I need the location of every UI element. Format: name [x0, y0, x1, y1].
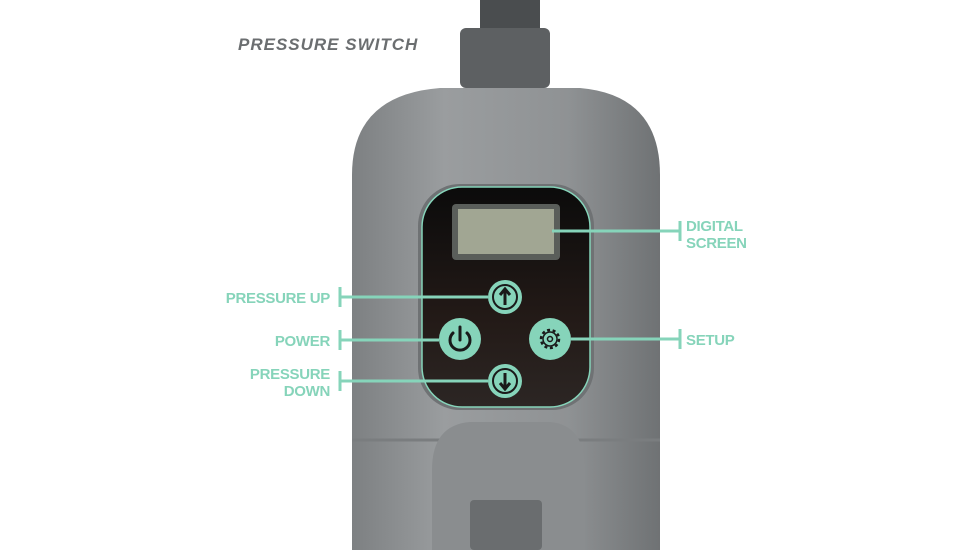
power-icon	[448, 325, 472, 352]
title: PRESSURE SWITCH	[238, 35, 418, 54]
pressure-down-button[interactable]	[488, 364, 522, 398]
setup-button[interactable]	[529, 318, 571, 360]
pressure-up-button[interactable]	[488, 280, 522, 314]
arrow-up-icon	[498, 286, 512, 305]
label-power: POWER	[275, 333, 331, 350]
label-pressure-down-2: DOWN	[284, 383, 330, 400]
callout-lines	[338, 221, 682, 391]
arrow-down-icon	[498, 373, 512, 392]
digital-screen	[458, 209, 554, 254]
pump-device	[352, 0, 660, 550]
power-button[interactable]	[439, 318, 481, 360]
label-pressure-up: PRESSURE UP	[226, 290, 331, 307]
label-pressure-down-1: PRESSURE	[250, 366, 330, 383]
label-digital-screen-2: SCREEN	[686, 235, 747, 252]
label-digital-screen-1: DIGITAL	[686, 218, 743, 235]
label-setup: SETUP	[686, 332, 735, 349]
gear-icon	[539, 328, 561, 350]
